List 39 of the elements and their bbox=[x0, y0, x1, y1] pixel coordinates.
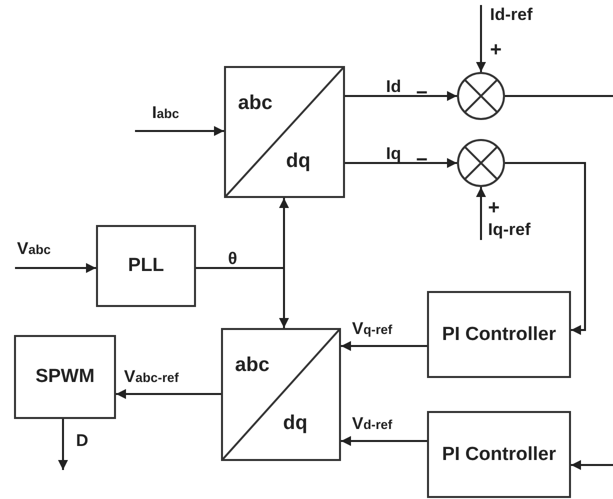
transform-block bbox=[224, 66, 345, 198]
arrow bbox=[341, 436, 427, 446]
arrow bbox=[15, 263, 96, 273]
signal-label: Id-ref bbox=[490, 6, 532, 23]
arrow bbox=[476, 187, 486, 240]
block-label: PLL bbox=[128, 254, 164, 278]
arrow bbox=[345, 91, 457, 101]
arrow bbox=[345, 158, 457, 168]
arrow bbox=[196, 267, 289, 328]
transform-block bbox=[221, 328, 341, 461]
block-label: abc bbox=[238, 92, 272, 115]
arrow bbox=[476, 5, 486, 72]
summing-junction bbox=[457, 72, 505, 120]
arrow bbox=[58, 419, 68, 470]
arrow bbox=[341, 341, 427, 351]
signal-label: Iq bbox=[386, 145, 402, 162]
signal-label: D bbox=[76, 432, 88, 449]
block-label: SPWM bbox=[35, 365, 95, 389]
block-label: dq bbox=[286, 150, 310, 173]
sign-label: + bbox=[488, 198, 500, 218]
process-box bbox=[427, 411, 571, 498]
block-label: dq bbox=[283, 412, 308, 435]
process-box bbox=[96, 225, 196, 307]
sign-label: − bbox=[416, 83, 428, 103]
sign-label: − bbox=[416, 150, 428, 170]
arrow bbox=[571, 460, 613, 470]
block-label: PI Controller bbox=[442, 442, 556, 466]
block-label: PI Controller bbox=[442, 322, 556, 346]
summing-junction bbox=[457, 139, 505, 187]
signal-label: θ bbox=[228, 250, 238, 267]
arrow bbox=[505, 162, 586, 335]
block-label: abc bbox=[235, 354, 270, 377]
sign-label: + bbox=[490, 40, 502, 60]
process-box bbox=[14, 335, 116, 419]
arrow bbox=[116, 389, 221, 399]
signal-label: Id bbox=[386, 78, 402, 95]
signal-label: Iq-ref bbox=[488, 221, 530, 238]
arrow bbox=[135, 126, 224, 136]
process-box bbox=[427, 291, 571, 378]
